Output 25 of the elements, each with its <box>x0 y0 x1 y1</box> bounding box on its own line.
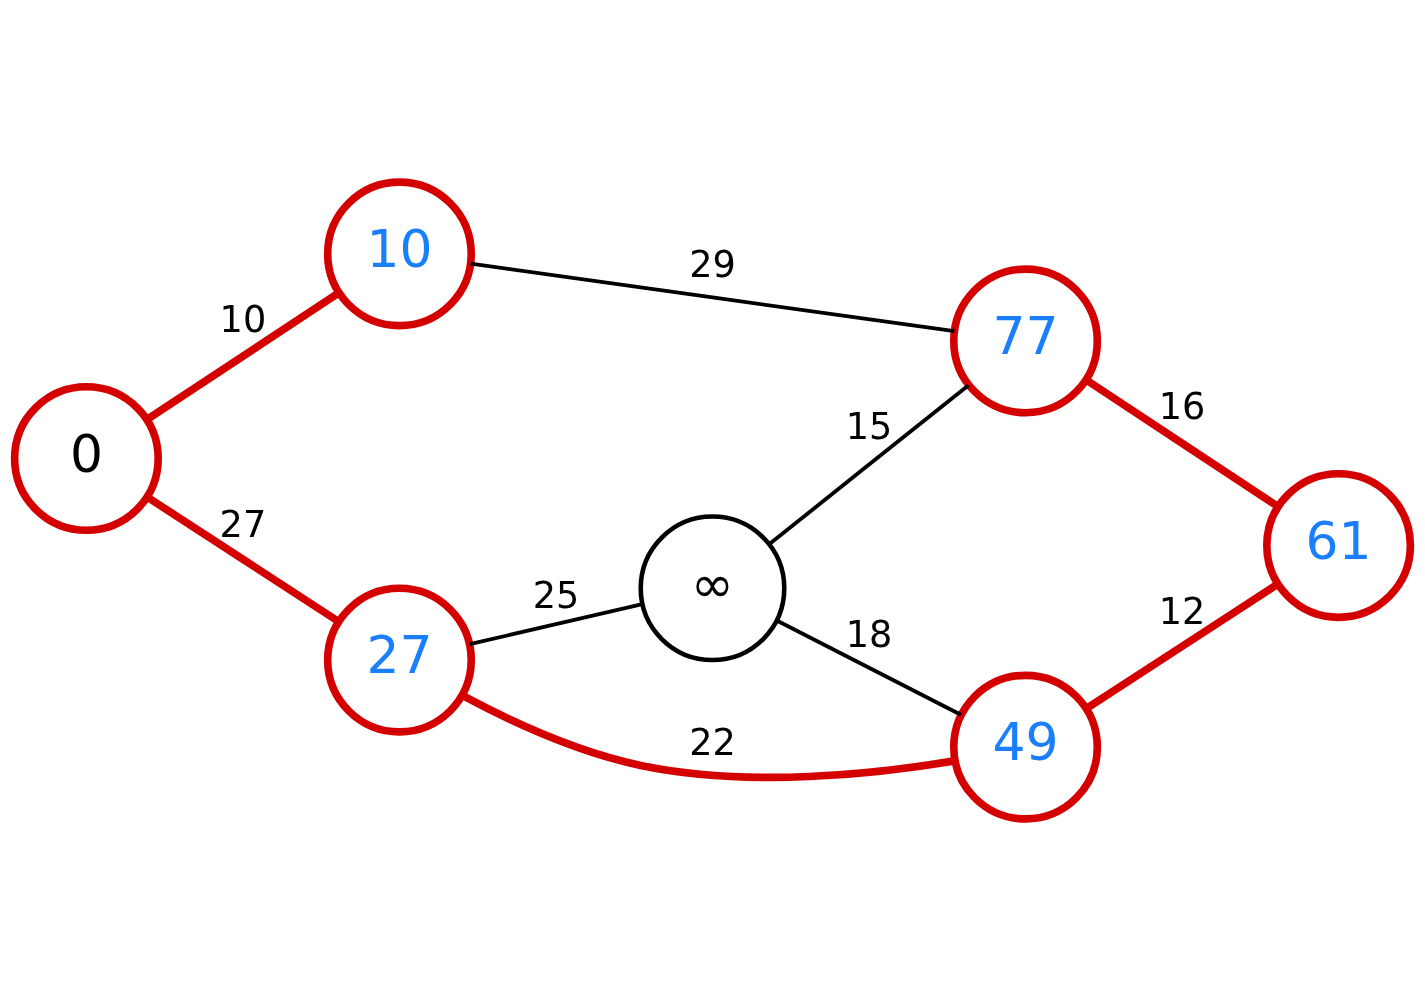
edge-label: 27 <box>219 502 267 546</box>
connector <box>469 601 643 646</box>
connector <box>144 289 341 423</box>
edge-label: 10 <box>219 297 267 341</box>
connector <box>775 618 962 716</box>
connector <box>470 261 955 333</box>
node-circle: 27 <box>323 584 476 736</box>
node-circle: 77 <box>949 264 1102 416</box>
edge-label: 12 <box>1158 589 1206 633</box>
connector <box>1084 580 1280 711</box>
node-circle: 49 <box>949 671 1102 823</box>
node-circle: 10 <box>323 177 476 329</box>
edge-label: 22 <box>689 720 736 764</box>
edge-label: 29 <box>689 242 736 286</box>
edge-label: 25 <box>532 573 580 617</box>
edge-label: 16 <box>1158 384 1206 428</box>
connector <box>145 493 341 625</box>
connector <box>460 691 956 781</box>
edge-label: 18 <box>845 612 893 656</box>
node-circle: 61 <box>1263 469 1415 621</box>
node-circle: ∞ <box>638 513 787 662</box>
edge-label: 15 <box>845 404 893 448</box>
connector <box>768 383 970 546</box>
connector <box>1084 376 1280 510</box>
node-circle: 0 <box>10 382 162 534</box>
